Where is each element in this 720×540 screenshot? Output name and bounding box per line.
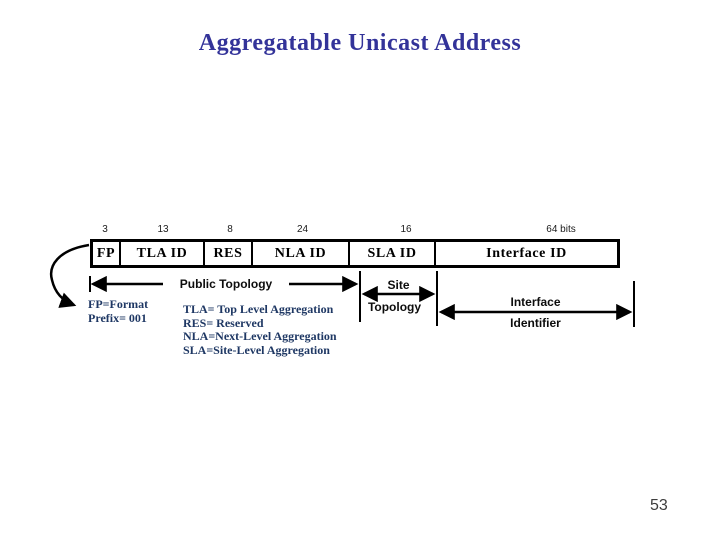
page-number: 53 (650, 497, 668, 514)
legend-line-nla: NLA=Next-Level Aggregation (183, 329, 337, 343)
bit-count-tla: 13 (157, 224, 169, 235)
acronym-legend: TLA= Top Level Aggregation RES= Reserved… (183, 302, 337, 357)
bit-count-sla: 16 (400, 224, 412, 235)
site-label: Site (387, 278, 410, 292)
legend-line-res: RES= Reserved (183, 315, 264, 330)
site-topology-label: Topology (367, 300, 422, 314)
fp-note: FP=Format Prefix= 001 (88, 297, 148, 325)
field-res: RES (205, 242, 253, 265)
public-topology-label: Public Topology (163, 277, 289, 291)
slide-title: Aggregatable Unicast Address (198, 30, 522, 56)
field-nla-id: NLA ID (253, 242, 350, 265)
interface-identifier-label: Identifier (510, 316, 561, 330)
bit-count-nla: 24 (296, 224, 309, 235)
interface-label: Interface (510, 295, 561, 309)
legend-line-sla: SLA=Site-Level Aggregation (183, 342, 330, 357)
bit-count-res: 8 (227, 224, 233, 235)
field-fp: FP (93, 242, 121, 265)
legend-line-tla: TLA= Top Level Aggregation (183, 302, 334, 316)
fp-note-line2: Prefix= 001 (88, 311, 147, 325)
fp-note-line1: FP=Format (88, 297, 149, 311)
address-format-table: FP TLA ID RES NLA ID SLA ID Interface ID (90, 239, 620, 268)
field-tla-id: TLA ID (121, 242, 205, 265)
field-sla-id: SLA ID (350, 242, 436, 265)
bit-count-fp: 3 (102, 224, 108, 235)
fp-curved-arrow (49, 243, 90, 308)
bit-count-interface: 64 bits (546, 224, 576, 235)
field-interface-id: Interface ID (486, 245, 567, 261)
